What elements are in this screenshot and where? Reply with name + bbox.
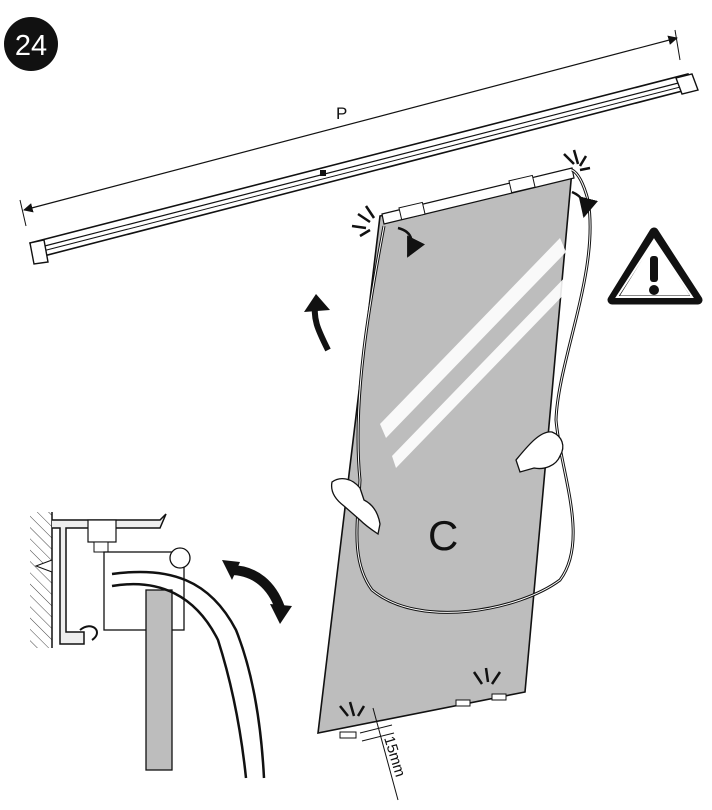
step-number: 24: [15, 30, 47, 62]
detail-rotate-arrow-icon: [229, 565, 285, 610]
rail-length-label: P: [336, 104, 347, 123]
corner-arrow-right-icon: [571, 190, 599, 218]
step-badge: 24: [4, 17, 58, 71]
left-hand-icon: [330, 477, 381, 536]
glass-panel: C: [317, 167, 576, 734]
dimension-p: P: [19, 29, 681, 227]
right-hand-icon: [515, 431, 564, 473]
detail-inset: [30, 512, 292, 779]
panel-label: C: [428, 512, 458, 559]
warning-triangle-icon: [607, 227, 703, 305]
gap-label: 15mm: [380, 734, 408, 779]
contact-marks: [339, 149, 591, 717]
bottom-guides: [339, 693, 507, 739]
top-rail: [28, 73, 699, 265]
corner-arrow-left-icon: [397, 226, 425, 258]
